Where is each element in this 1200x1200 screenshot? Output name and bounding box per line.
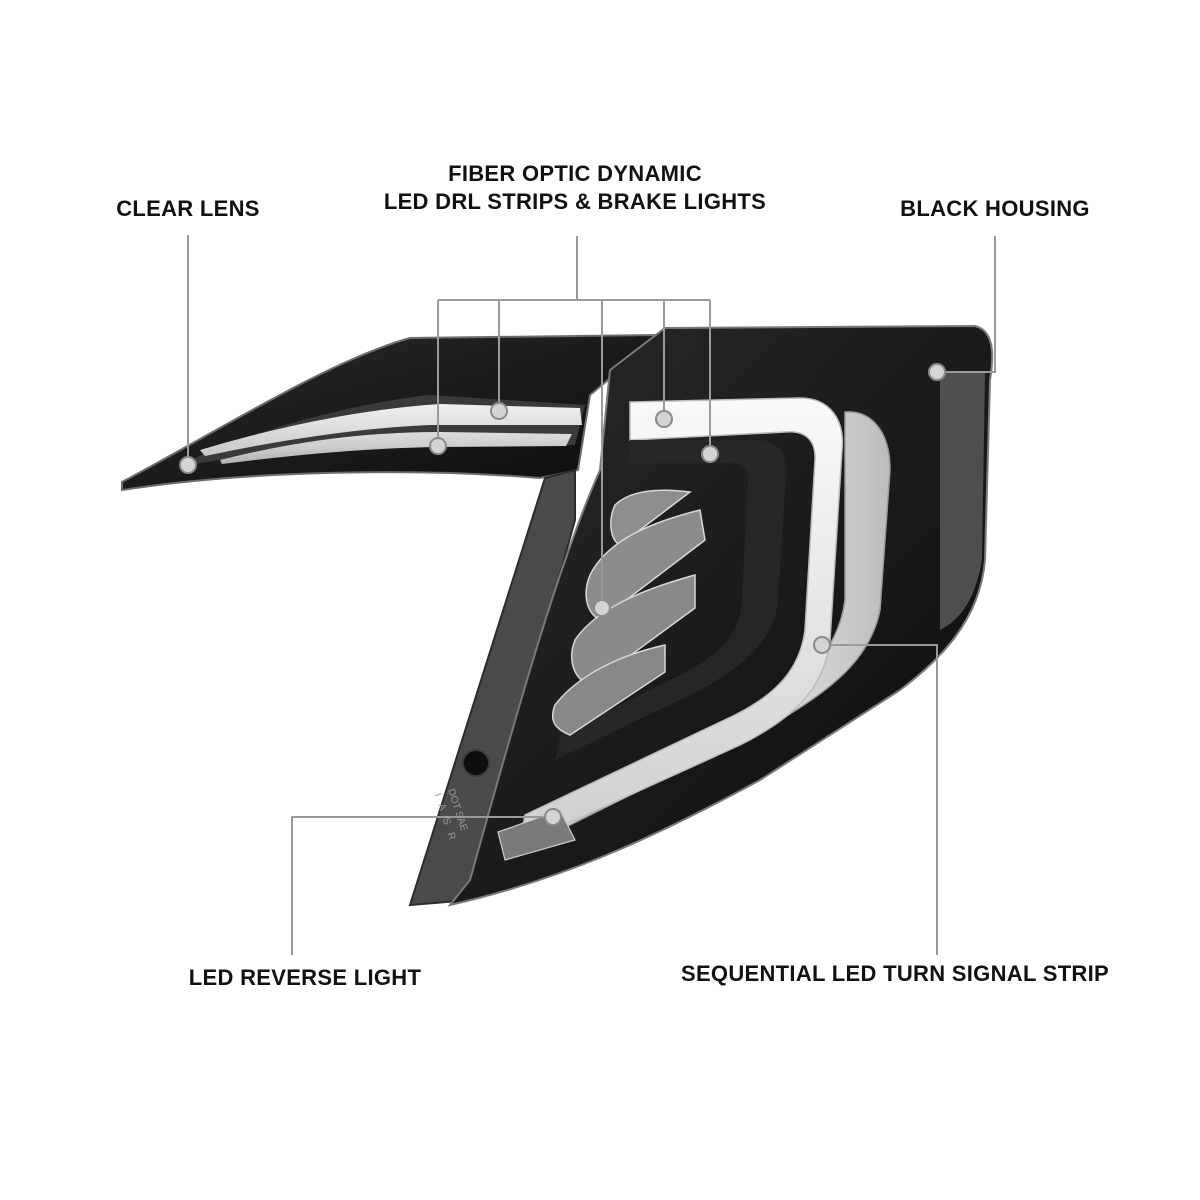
inner-tail-light-panel — [121, 333, 663, 492]
leader-lines — [187, 235, 996, 955]
callout-led-reverse-light: LED REVERSE LIGHT — [188, 965, 422, 990]
leader-reverse-light — [291, 816, 553, 955]
dot-fiber-b — [490, 402, 508, 420]
callout-fiber-optic-line1: FIBER OPTIC DYNAMIC — [448, 161, 702, 186]
dot-reverse-light — [544, 808, 562, 826]
dot-fiber-a — [429, 437, 447, 455]
callout-fiber-optic-line2: LED DRL STRIPS & BRAKE LIGHTS — [383, 189, 767, 214]
callout-dots — [179, 363, 946, 826]
leader-turn-signal — [822, 644, 938, 955]
dot-fiber-e — [701, 445, 719, 463]
leader-black-housing — [937, 236, 996, 373]
callout-clear-lens: CLEAR LENS — [116, 196, 260, 221]
mounting-hole — [462, 749, 490, 777]
callout-sequential-turn-signal: SEQUENTIAL LED TURN SIGNAL STRIP — [680, 961, 1110, 986]
callout-black-housing: BLACK HOUSING — [900, 196, 1090, 221]
outer-tail-light-panel: DOT SAE I A S R — [408, 324, 994, 907]
dot-fiber-c — [593, 599, 611, 617]
dot-black-housing — [928, 363, 946, 381]
dot-turn-signal — [813, 636, 831, 654]
dot-clear-lens — [179, 456, 197, 474]
dot-fiber-d — [655, 410, 673, 428]
reverse-light-fins — [551, 489, 706, 736]
